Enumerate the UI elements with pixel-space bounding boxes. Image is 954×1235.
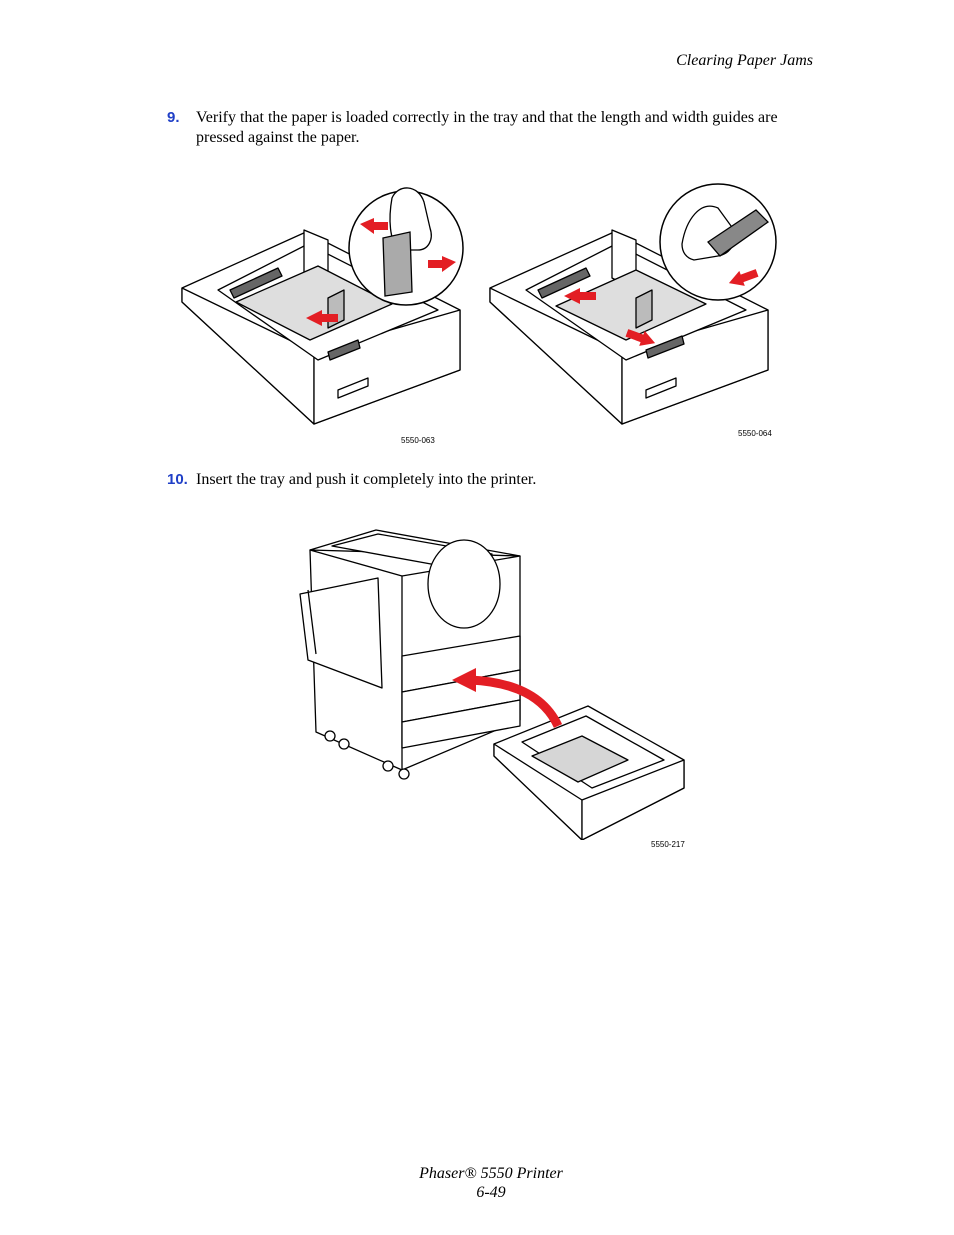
figure-code: 5550-217 [651, 840, 685, 849]
tray-length-guide-illustration [486, 180, 781, 430]
figure-code: 5550-064 [738, 429, 772, 438]
tray-illustration-left [181, 187, 464, 425]
tray-illustration-right [489, 183, 777, 425]
step-9: 9. Verify that the paper is loaded corre… [167, 108, 817, 148]
insert-tray-illustration [292, 520, 692, 840]
step-10: 10. Insert the tray and push it complete… [167, 470, 817, 490]
figure-code: 5550-063 [401, 436, 435, 445]
tray-width-guide-illustration [178, 180, 468, 430]
product-name: Phaser® 5550 Printer [419, 1165, 563, 1182]
step-text: Verify that the paper is loaded correctl… [196, 109, 778, 146]
section-header: Clearing Paper Jams [676, 52, 813, 69]
page-number: 6-49 [476, 1184, 506, 1201]
page-footer: Phaser® 5550 Printer 6-49 [0, 1164, 954, 1202]
step-text: Insert the tray and push it completely i… [196, 471, 537, 488]
step-number: 10. [167, 471, 188, 488]
printer-illustration [299, 529, 685, 840]
step-number: 9. [167, 109, 180, 126]
